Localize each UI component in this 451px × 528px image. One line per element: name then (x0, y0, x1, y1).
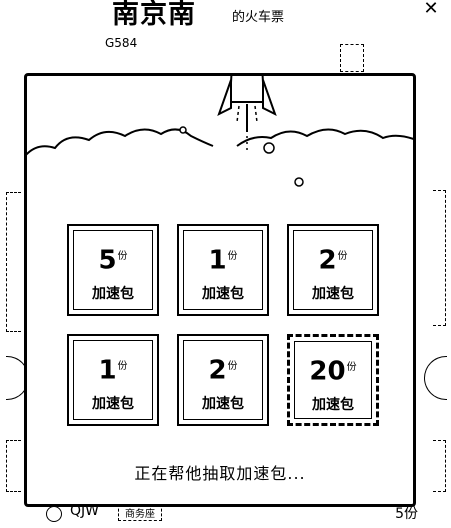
speed-pack-card-inner: 20份 加速包 (294, 341, 372, 419)
speed-pack-card[interactable]: 1份 加速包 (177, 224, 269, 316)
ticket-edge-left (6, 192, 21, 332)
pack-amount: 20份 (295, 354, 371, 386)
pack-unit: 份 (337, 251, 348, 262)
passenger-code: QJW (70, 503, 99, 519)
pack-unit: 份 (117, 361, 128, 372)
ticket-count: 5份 (395, 506, 418, 522)
speed-pack-card-inner: 2份 加速包 (293, 230, 373, 310)
speed-pack-card[interactable]: 2份 加速包 (287, 224, 379, 316)
close-icon[interactable]: ✕ (423, 0, 439, 19)
speed-pack-card-inner: 5份 加速包 (73, 230, 153, 310)
speed-pack-card-inner: 1份 加速包 (183, 230, 263, 310)
pack-unit: 份 (227, 361, 238, 372)
pack-number: 2 (318, 245, 337, 276)
pack-label: 加速包 (202, 396, 244, 412)
speed-pack-card-selected[interactable]: 20份 加速包 (287, 334, 379, 426)
pack-number: 20 (309, 356, 346, 387)
passenger-radio[interactable] (46, 506, 62, 522)
pack-amount: 1份 (74, 353, 152, 385)
speed-pack-card-inner: 2份 加速包 (183, 340, 263, 420)
pack-label: 加速包 (312, 286, 354, 302)
pack-amount: 2份 (294, 243, 372, 275)
speed-pack-card[interactable]: 2份 加速包 (177, 334, 269, 426)
pack-unit: 份 (117, 251, 128, 262)
pack-number: 1 (98, 355, 117, 386)
cloud-decoration (27, 126, 413, 187)
ticket-edge-left-lower (6, 440, 21, 492)
pack-amount: 1份 (184, 243, 262, 275)
speed-pack-card[interactable]: 1份 加速包 (67, 334, 159, 426)
rocket-lightning-icon (217, 76, 277, 154)
ticket-edge-right-lower (433, 440, 446, 492)
pack-number: 5 (98, 245, 117, 276)
pack-label: 加速包 (92, 396, 134, 412)
pack-amount: 2份 (184, 353, 262, 385)
ticket-label: 的火车票 (232, 10, 285, 25)
pack-label: 加速包 (312, 397, 354, 413)
status-text: 正在帮他抽取加速包... (134, 464, 306, 483)
speed-pack-card-inner: 1份 加速包 (73, 340, 153, 420)
pack-amount: 5份 (74, 243, 152, 275)
pack-label: 加速包 (202, 286, 244, 302)
station-name: 南京南 (112, 0, 196, 30)
pack-number: 1 (208, 245, 227, 276)
ticket-stub (340, 44, 364, 72)
train-number: G584 (105, 36, 138, 50)
speed-pack-modal: 5份 加速包 1份 加速包 2份 加速包 1份 加速包 2份 加 (24, 73, 416, 507)
pack-unit: 份 (227, 251, 238, 262)
pack-label: 加速包 (92, 286, 134, 302)
pack-number: 2 (208, 355, 227, 386)
speed-pack-card[interactable]: 5份 加速包 (67, 224, 159, 316)
ticket-edge-right (433, 190, 446, 326)
ticket-notch-right (424, 356, 447, 400)
pack-unit: 份 (346, 362, 357, 373)
